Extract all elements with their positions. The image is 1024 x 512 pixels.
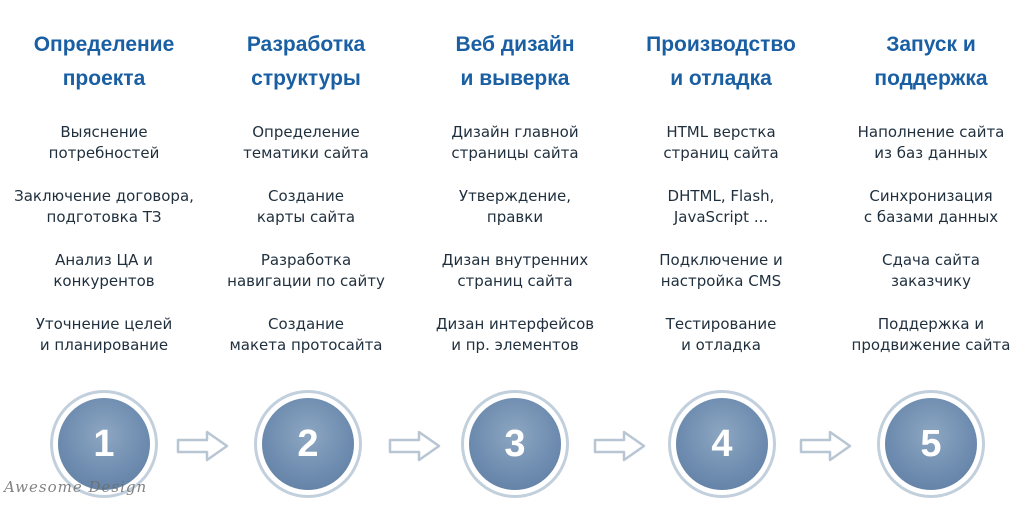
column-title: Производство и отладка [646,33,796,90]
column-title: Веб дизайн и выверка [455,33,575,90]
step-5-circle: 5 [885,398,977,490]
list-item: Заключение договора,подготовка ТЗ [14,187,194,226]
step-1-circle: 1 [58,398,150,490]
watermark-logo: Awesome Design [4,478,148,496]
step-2-circle: 2 [262,398,354,490]
step-4-circle: 4 [676,398,768,490]
right-arrow-icon [593,430,646,462]
step-3-circle: 3 [469,398,561,490]
column-title: Разработка структуры [246,33,366,90]
right-arrow-icon [388,430,441,462]
right-arrow-icon [176,430,229,462]
right-arrow-icon [799,430,852,462]
column-title: Определение проекта [33,33,175,90]
column-title: Запуск и поддержка [874,33,988,90]
list-item: Утверждение,правки [458,187,572,226]
list-item: DHTML, Flash,JavaScript ... [667,187,775,226]
